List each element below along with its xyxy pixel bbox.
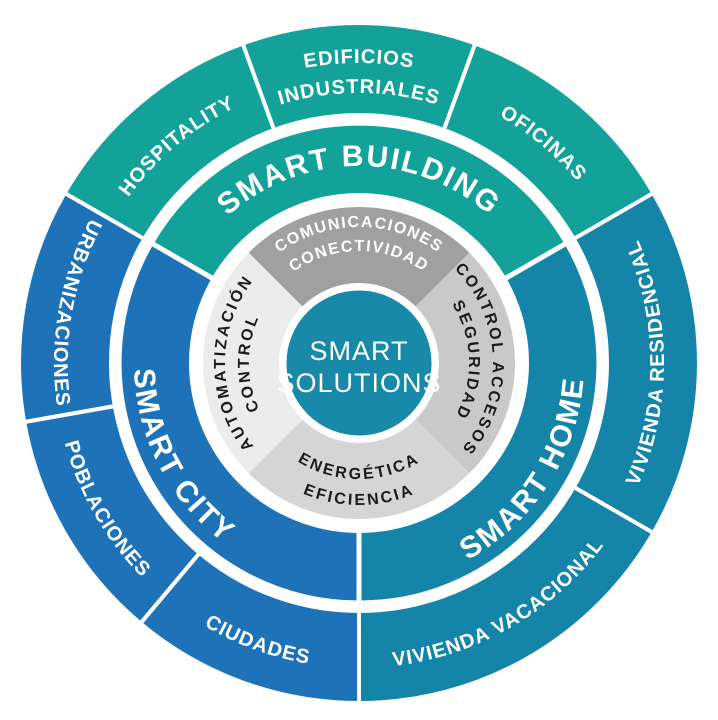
center-label-line2: SOLUTIONS [276, 368, 441, 398]
center-label-line1: SMART [309, 336, 408, 366]
center-circle [281, 285, 437, 441]
